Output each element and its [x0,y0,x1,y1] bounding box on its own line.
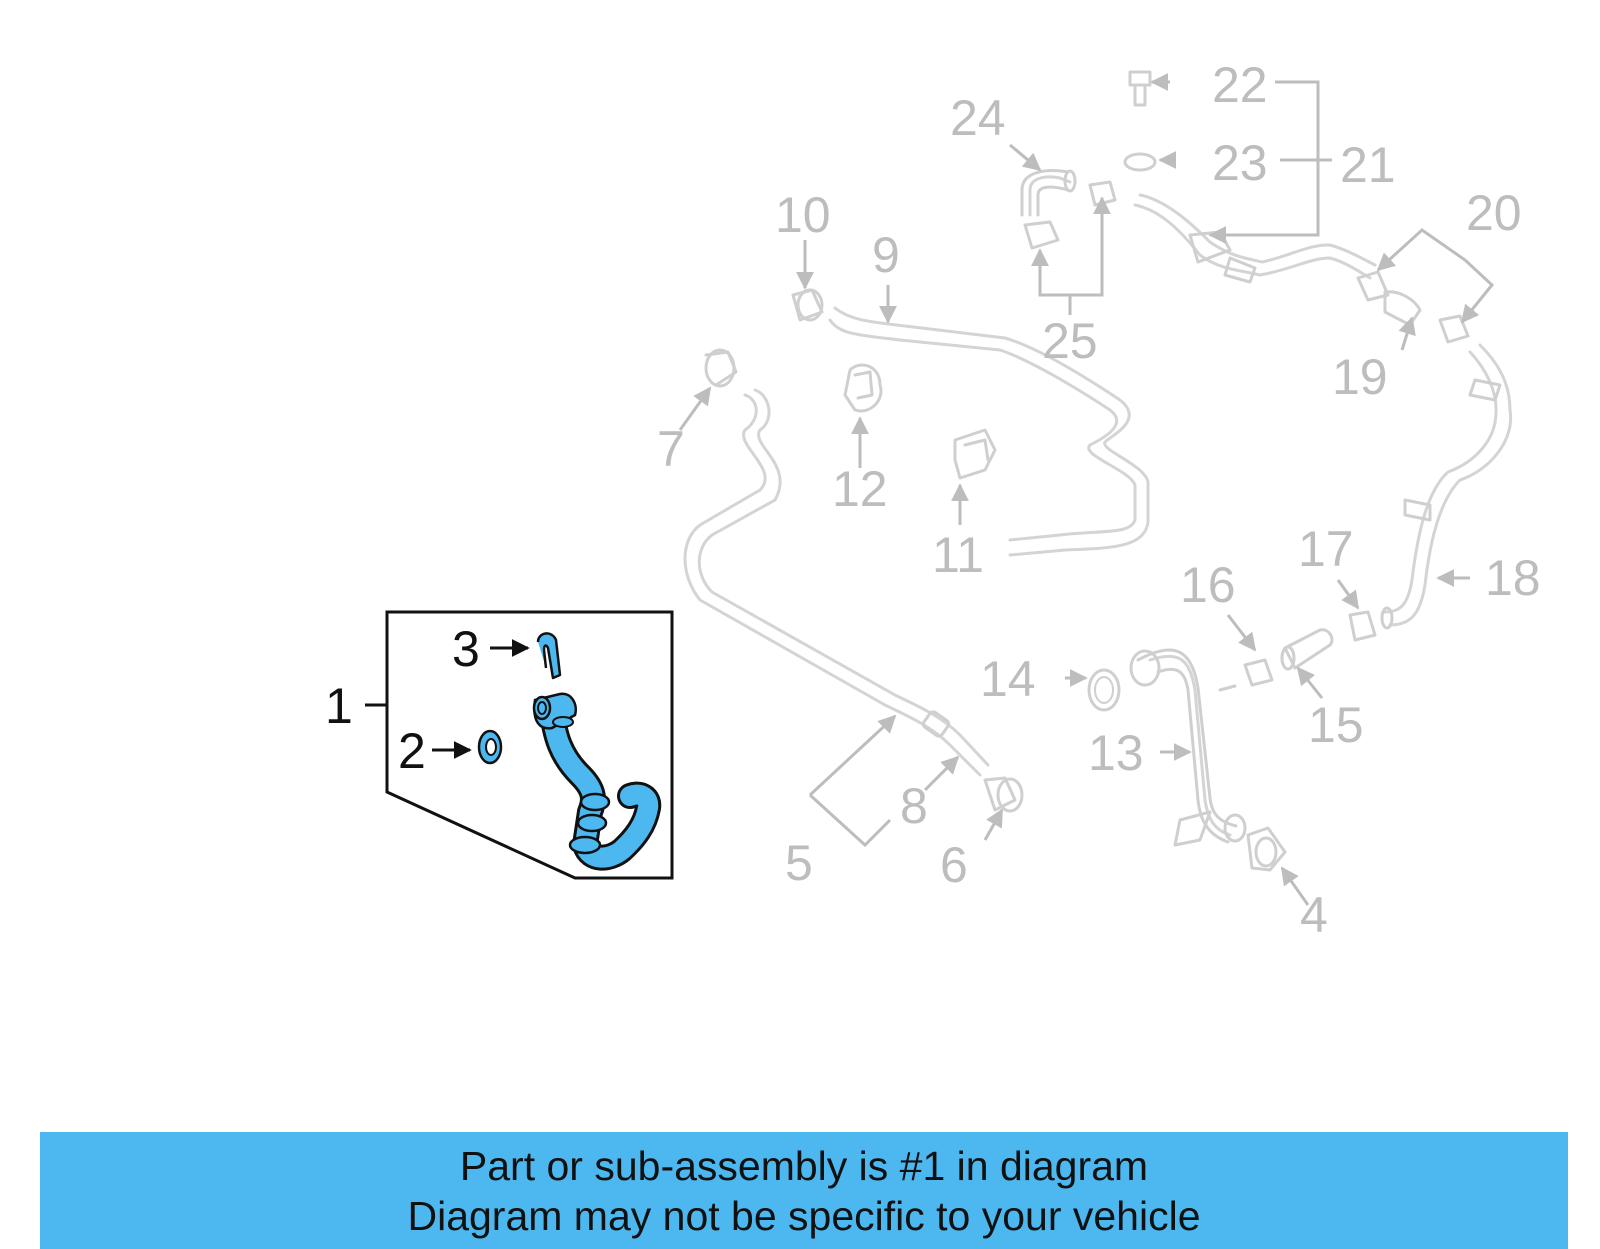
hose-1-highlighted [532,692,662,871]
label-21: 21 [1340,137,1396,193]
hose-9-ghost [828,318,1137,542]
clamp-7-ghost [704,348,738,388]
callout-lines-ghost [678,73,1495,906]
hose-18-ghost [1388,343,1513,627]
pipe-13-ghost [1129,648,1247,847]
label-4: 4 [1300,887,1328,943]
callout-lines-main [365,639,530,759]
elbow-24-ghost [1020,169,1077,217]
label-25: 25 [1042,313,1098,369]
clip-12-ghost [843,363,883,413]
label-6: 6 [940,837,968,893]
label-18: 18 [1485,550,1541,606]
banner-line-part: Part or sub-assembly is #1 in diagram [459,1142,1149,1189]
label-10: 10 [775,187,831,243]
label-15: 15 [1308,697,1364,753]
pipe-15-ghost [1280,628,1334,671]
label-23: 23 [1212,135,1268,191]
label-3: 3 [452,621,480,677]
label-8: 8 [900,778,928,834]
oring-23-ghost [1123,152,1157,172]
label-2: 2 [398,723,426,779]
clamp-6-ghost [983,776,1024,813]
label-1: 1 [325,678,353,734]
label-22: 22 [1212,57,1268,113]
label-7: 7 [657,421,685,477]
label-19: 19 [1332,349,1388,405]
label-12: 12 [832,461,888,517]
label-16: 16 [1180,557,1236,613]
clip-11-ghost [953,428,997,480]
info-banner: Part or sub-assembly is #1 in diagram Di… [40,1132,1568,1249]
label-13: 13 [1088,725,1144,781]
hose-5-ghost [683,393,982,777]
label-5: 5 [785,835,813,891]
oring-2-highlighted [477,729,503,765]
label-17: 17 [1298,521,1354,577]
banner-line-disclaimer: Diagram may not be specific to your vehi… [407,1192,1201,1239]
ghost-parts: 4 5 6 7 8 9 10 11 12 13 14 15 16 17 18 1… [657,57,1541,943]
hose-21-ghost [1133,203,1372,280]
oring-14-ghost [1087,668,1121,712]
bolt-22-ghost [1128,70,1152,107]
label-20: 20 [1466,185,1522,241]
label-9: 9 [872,227,900,283]
clip-3-highlighted [536,632,562,680]
clamp-4-ghost [1246,826,1287,872]
label-11: 11 [932,527,984,583]
label-24: 24 [950,90,1006,146]
label-14: 14 [980,651,1036,707]
clamp-10-ghost [791,288,824,322]
